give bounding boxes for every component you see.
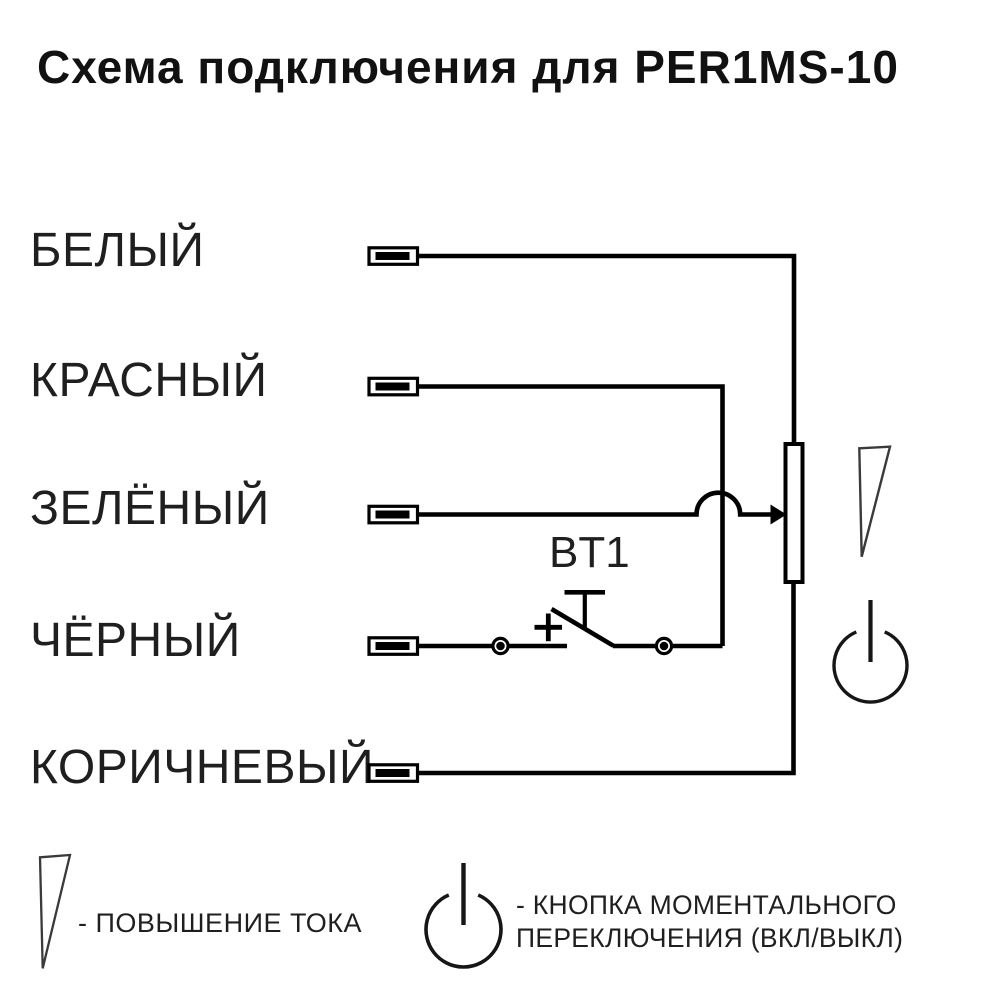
- device-bar: [783, 442, 805, 584]
- switch-blade: [550, 607, 615, 648]
- wire-label-red: КРАСНЫЙ: [30, 353, 268, 407]
- white-wire-path: [417, 253, 797, 446]
- wire-label-brown: КОРИЧНЕВЫЙ: [30, 740, 374, 794]
- wire-terminal-green: [367, 504, 420, 525]
- switch-contact-left: [491, 636, 510, 656]
- page-title: Схема подключения для PER1MS-10: [37, 41, 899, 93]
- momentary-switch-symbol: [491, 589, 674, 656]
- green-wire-path: [417, 490, 772, 517]
- switch-contact-right: [654, 636, 674, 656]
- legend-current-increase-triangle-icon: [38, 853, 72, 969]
- wire-label-black: ЧЁРНЫЙ: [30, 613, 241, 667]
- wire-terminal-black: [367, 636, 420, 656]
- red-wire-path: [417, 384, 725, 646]
- wire-terminal-brown: [367, 763, 420, 783]
- legend-power-button-icon: [424, 863, 503, 969]
- power-button-icon: [832, 600, 909, 704]
- wire-terminal-red: [367, 376, 420, 397]
- green-wire-arrowhead-icon: [770, 504, 787, 525]
- current-increase-triangle-icon: [858, 445, 892, 557]
- legend-momentary-button-label: - КНОПКА МОМЕНТАЛЬНОГО ПЕРЕКЛЮЧЕНИЯ (ВКЛ…: [516, 890, 904, 953]
- brown-wire-path: [417, 580, 796, 776]
- legend-current-increase-label: - ПОВЫШЕНИЕ ТОКА: [78, 908, 362, 938]
- switch-designator-label: BT1: [549, 528, 630, 577]
- wire-terminal-white: [367, 246, 420, 266]
- wire-label-white: БЕЛЫЙ: [30, 223, 205, 277]
- wire-label-green: ЗЕЛЁНЫЙ: [30, 481, 270, 535]
